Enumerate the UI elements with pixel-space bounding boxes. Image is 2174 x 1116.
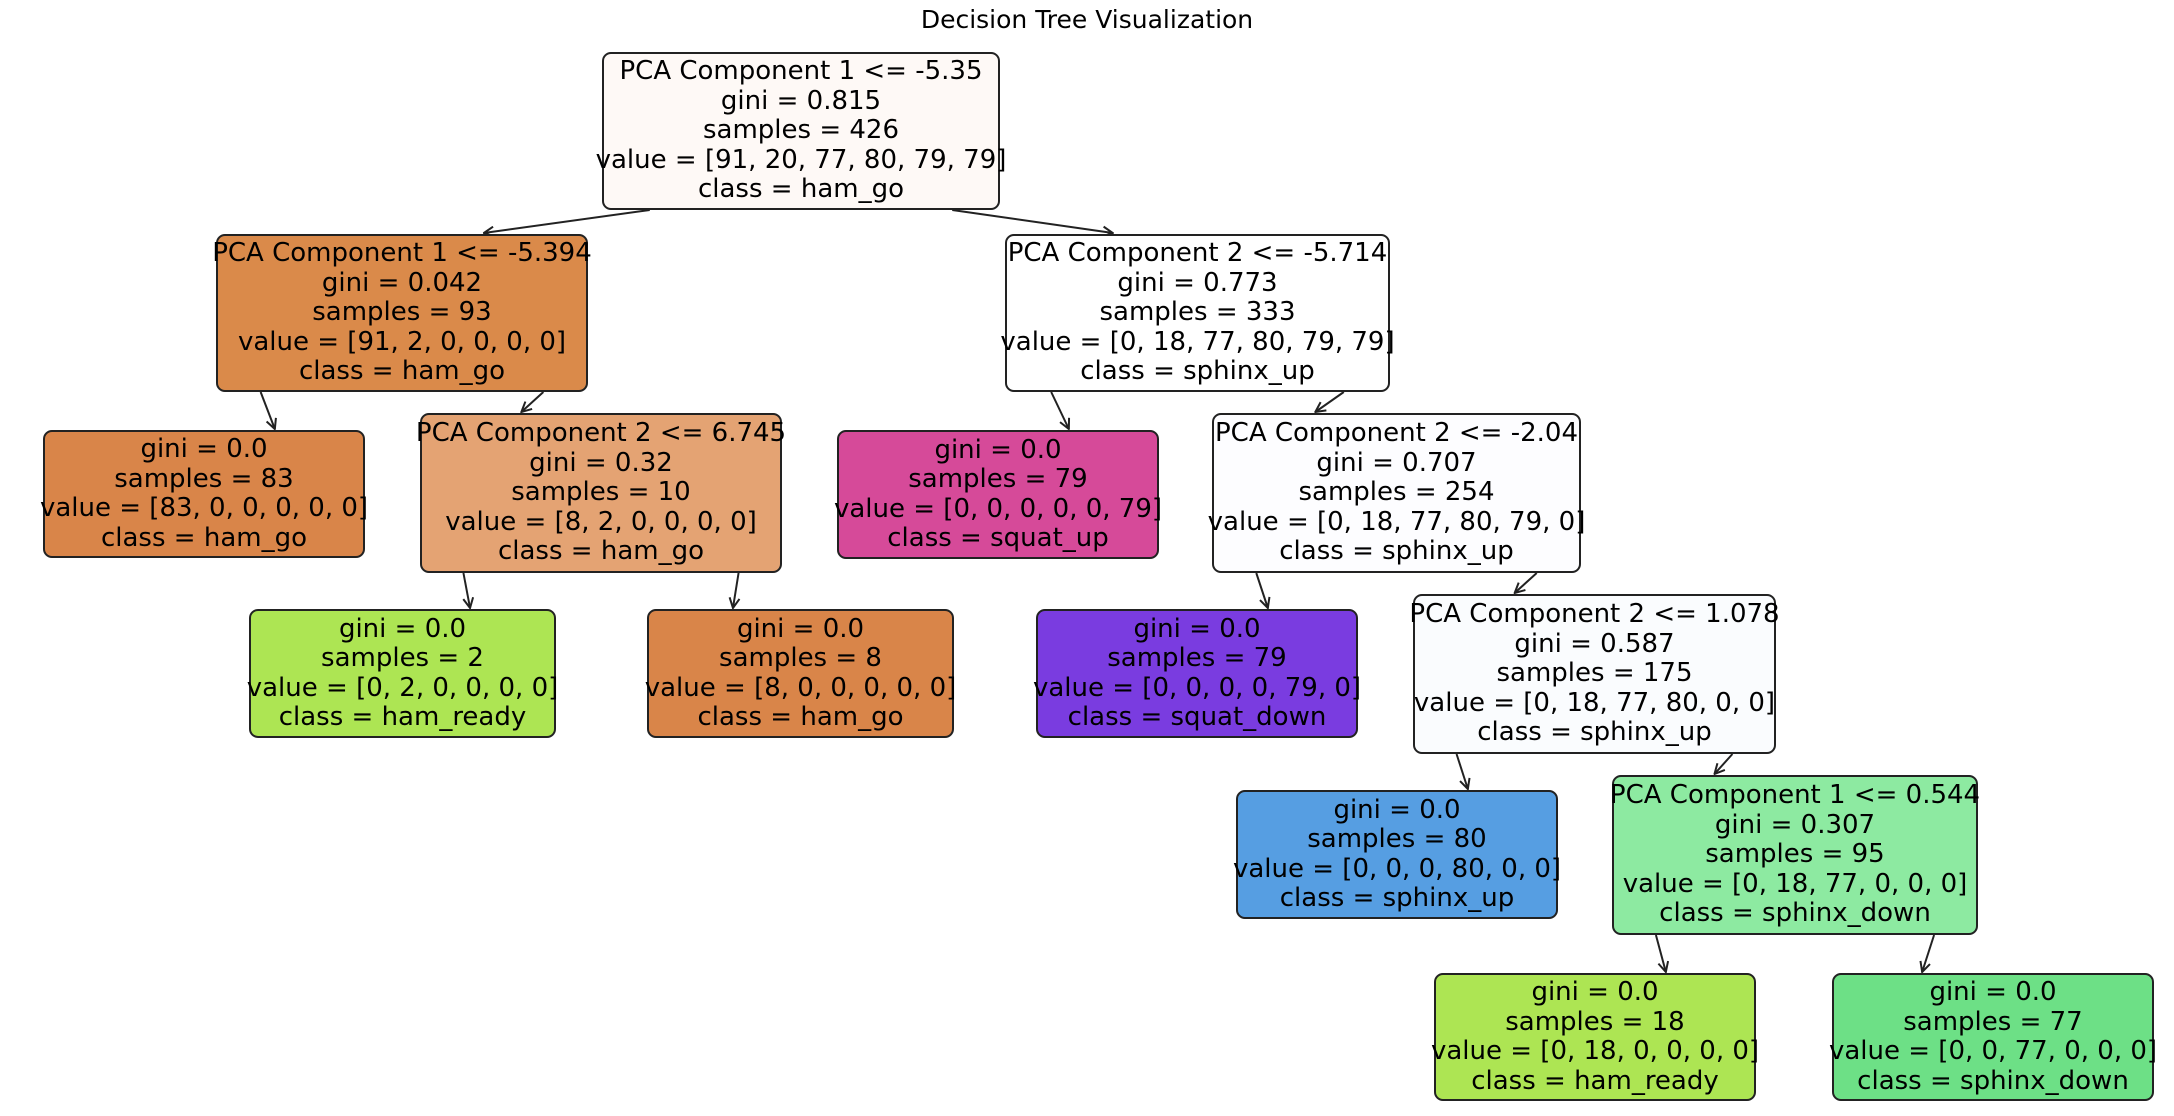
node-value: value = [0, 18, 77, 0, 0, 0] [1622, 868, 1968, 899]
node-class: class = sphinx_up [1279, 883, 1515, 913]
node-samples: samples = 80 [1307, 824, 1487, 854]
node-gini: gini = 0.0 [1531, 977, 1659, 1007]
node-class: class = sphinx_down [1857, 1065, 2129, 1096]
node-samples: samples = 95 [1705, 839, 1885, 870]
node-class: class = ham_go [298, 356, 505, 387]
node-gini: gini = 0.0 [338, 613, 467, 644]
node-class: class = ham_go [100, 522, 307, 553]
node-samples: samples = 175 [1496, 658, 1693, 689]
node-samples: samples = 83 [114, 463, 294, 494]
node-value: value = [0, 0, 0, 80, 0, 0] [1232, 853, 1562, 884]
node-value: value = [8, 0, 0, 0, 0, 0] [644, 672, 957, 703]
edge-1-2 [259, 391, 275, 429]
node-split: PCA Component 2 <= -5.714 [1007, 238, 1388, 269]
edge-0-1 [484, 209, 650, 233]
node-gini: gini = 0.0 [140, 434, 268, 464]
node-class: class = sphinx_up [1477, 717, 1712, 748]
node-gini: gini = 0.0 [934, 434, 1062, 465]
node-value: value = [0, 18, 77, 80, 79, 79] [1000, 326, 1395, 357]
node-split: PCA Component 1 <= -5.35 [619, 56, 983, 87]
node-gini: gini = 0.707 [1316, 447, 1477, 478]
node-class: class = sphinx_up [1279, 536, 1514, 567]
node-split: PCA Component 1 <= 0.544 [1609, 780, 1981, 811]
node-value: value = [91, 2, 0, 0, 0, 0] [237, 326, 567, 357]
node-split: PCA Component 1 <= -5.394 [212, 238, 592, 269]
edge-1-3 [521, 391, 545, 412]
node-value: value = [0, 0, 77, 0, 0, 0] [1828, 1036, 2158, 1066]
node-class: class = sphinx_up [1080, 356, 1315, 387]
node-value: value = [0, 18, 77, 80, 79, 0] [1207, 506, 1586, 537]
node-samples: samples = 8 [719, 643, 882, 673]
node-class: class = ham_ready [1471, 1065, 1719, 1096]
node-class: class = ham_go [697, 174, 904, 205]
node-gini: gini = 0.307 [1714, 809, 1876, 840]
node-gini: gini = 0.0 [1929, 977, 2057, 1007]
node-value: value = [83, 0, 0, 0, 0, 0] [39, 493, 369, 523]
edge-8-9 [1255, 572, 1268, 608]
node-gini: gini = 0.0 [736, 613, 865, 644]
node-class: class = squat_down [1067, 702, 1327, 732]
node-samples: samples = 2 [321, 643, 484, 673]
node-value: value = [0, 0, 0, 0, 79, 0] [1032, 672, 1362, 703]
node-samples: samples = 254 [1298, 477, 1495, 508]
node-value: value = [0, 2, 0, 0, 0, 0] [246, 672, 559, 703]
node-split: PCA Component 2 <= 1.078 [1409, 599, 1780, 630]
edge-10-11 [1455, 753, 1468, 789]
node-samples: samples = 10 [511, 477, 691, 508]
node-gini: gini = 0.042 [321, 267, 483, 298]
node-samples: samples = 79 [1107, 643, 1287, 673]
edge-6-7 [1050, 391, 1069, 429]
node-samples: samples = 79 [908, 464, 1088, 494]
edge-12-13 [1654, 934, 1666, 972]
node-samples: samples = 93 [312, 297, 492, 328]
node-value: value = [8, 2, 0, 0, 0, 0] [445, 506, 757, 537]
node-gini: gini = 0.32 [529, 447, 673, 478]
node-value: value = [0, 18, 0, 0, 0, 0] [1430, 1036, 1760, 1066]
edge-3-4 [462, 572, 470, 608]
node-samples: samples = 77 [1903, 1006, 2083, 1037]
node-gini: gini = 0.587 [1514, 628, 1675, 659]
node-gini: gini = 0.0 [1133, 613, 1261, 644]
node-gini: gini = 0.815 [720, 85, 882, 116]
node-gini: gini = 0.773 [1117, 267, 1278, 298]
edge-6-8 [1315, 391, 1345, 412]
node-split: PCA Component 2 <= 6.745 [415, 418, 787, 449]
edge-3-5 [733, 572, 739, 608]
node-samples: samples = 18 [1505, 1006, 1685, 1037]
edge-12-14 [1922, 934, 1936, 972]
chart-title: Decision Tree Visualization [920, 5, 1254, 34]
node-value: value = [91, 20, 77, 80, 79, 79] [595, 144, 1007, 175]
node-class: class = squat_up [887, 523, 1109, 553]
node-samples: samples = 333 [1099, 297, 1296, 328]
edge-10-12 [1714, 753, 1734, 774]
edge-0-6 [952, 209, 1113, 233]
node-class: class = ham_ready [278, 702, 527, 732]
edge-8-10 [1515, 572, 1538, 593]
node-class: class = ham_go [497, 536, 704, 567]
node-value: value = [0, 0, 0, 0, 0, 79] [833, 493, 1163, 524]
node-gini: gini = 0.0 [1333, 794, 1461, 825]
node-split: PCA Component 2 <= -2.04 [1214, 418, 1578, 449]
node-class: class = sphinx_down [1659, 898, 1931, 929]
node-value: value = [0, 18, 77, 80, 0, 0] [1413, 687, 1776, 718]
node-samples: samples = 426 [702, 115, 899, 146]
node-class: class = ham_go [697, 702, 904, 732]
